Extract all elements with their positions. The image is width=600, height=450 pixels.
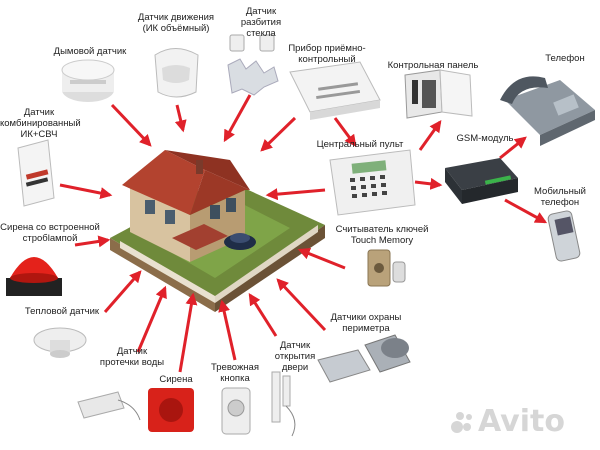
arrow-device-central bbox=[333, 117, 357, 147]
label-key-reader: Считыватель ключей Touch Memory bbox=[335, 224, 429, 246]
arrow-combined bbox=[59, 183, 113, 200]
avito-logo-icon bbox=[451, 412, 472, 433]
siren-icon bbox=[148, 388, 194, 432]
control-device-icon bbox=[289, 61, 381, 120]
label-control-device: Прибор приёмно- контрольный bbox=[288, 43, 366, 65]
house-illustration bbox=[110, 150, 325, 312]
arrows bbox=[59, 94, 548, 373]
label-motion-sensor: Датчик движения (ИК объёмный) bbox=[137, 12, 215, 34]
label-door: Датчик открытия двери bbox=[274, 340, 316, 373]
central-console-icon bbox=[329, 149, 416, 216]
arrow-smoke bbox=[110, 103, 152, 147]
label-water: Датчик протечки воды bbox=[99, 346, 165, 368]
perimeter-sensors-icon bbox=[317, 334, 411, 383]
arrow-glass bbox=[223, 94, 252, 143]
smoke-detector-icon bbox=[61, 59, 115, 102]
label-combined: Датчик комбинированный ИК+СВЧ bbox=[0, 107, 81, 140]
label-alarm-button: Тревожная кнопка bbox=[211, 362, 259, 384]
arrow-gsm-phone bbox=[499, 136, 527, 160]
arrow-door bbox=[248, 292, 278, 337]
label-control-panel: Контрольная панель bbox=[387, 60, 479, 71]
water-leak-sensor-icon bbox=[77, 391, 141, 421]
arrow-central-keypad bbox=[418, 120, 442, 151]
arrow-key bbox=[297, 247, 346, 270]
label-strobe-siren: Сирена со встроенной стробlампой bbox=[0, 222, 100, 244]
arrow-siren bbox=[178, 292, 198, 373]
key-reader-icon bbox=[367, 249, 406, 287]
label-glass-break: Датчик разбития стекла bbox=[240, 6, 282, 39]
desk-phone-icon bbox=[500, 76, 595, 146]
arrow-central-gsm bbox=[414, 177, 443, 190]
arrow-device bbox=[260, 116, 297, 152]
arrow-gsm-mobile bbox=[504, 198, 548, 224]
door-sensor-icon bbox=[271, 371, 296, 437]
label-gsm: GSM-модуль bbox=[456, 133, 514, 144]
heat-sensor-icon bbox=[33, 327, 87, 358]
arrow-central-house bbox=[265, 188, 326, 201]
label-smoke: Дымовой датчик bbox=[53, 46, 127, 57]
gsm-module-icon bbox=[445, 158, 518, 204]
alarm-button-icon bbox=[221, 387, 251, 435]
label-central: Центральный пульт bbox=[316, 139, 404, 150]
keypad-panel-icon bbox=[404, 69, 473, 119]
label-siren: Сирена bbox=[159, 374, 193, 385]
label-heat: Тепловой датчик bbox=[24, 306, 100, 317]
arrow-water bbox=[136, 285, 167, 353]
strobe-siren-icon bbox=[6, 257, 62, 296]
label-phone: Телефон bbox=[545, 53, 585, 64]
combined-sensor-icon bbox=[17, 139, 55, 207]
motion-sensor-icon bbox=[154, 48, 199, 98]
arrow-button bbox=[218, 299, 237, 361]
arrow-heat bbox=[103, 270, 142, 313]
arrow-perimeter bbox=[276, 278, 327, 332]
label-perimeter: Датчики охраны периметра bbox=[330, 312, 402, 334]
mobile-phone-icon bbox=[547, 210, 581, 262]
arrow-motion bbox=[174, 104, 187, 133]
watermark: Avito bbox=[478, 404, 565, 439]
arrow-strobe bbox=[74, 235, 111, 248]
glass-break-sensor-icon bbox=[227, 34, 279, 96]
label-mobile: Мобильный телефон bbox=[534, 186, 586, 208]
